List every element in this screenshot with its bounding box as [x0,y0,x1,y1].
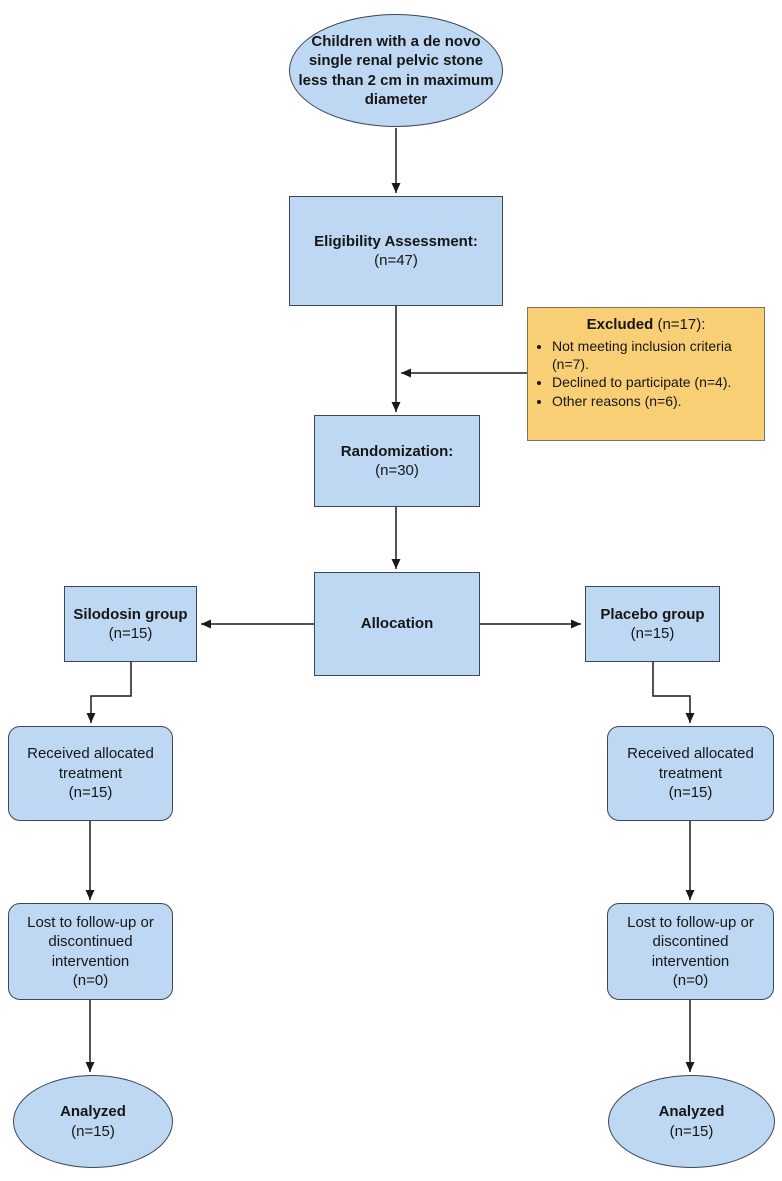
excluded-reason-item: Other reasons (n=6). [552,392,756,410]
randomization-box: Randomization: (n=30) [314,415,480,507]
placebo-group-box: Placebo group (n=15) [585,586,720,662]
analyzed-right-ellipse: Analyzed (n=15) [608,1075,775,1168]
placebo-count: (n=15) [630,625,675,642]
lost-right-text: Lost to follow-up or discontined interve… [627,913,754,970]
randomization-title: Randomization: [340,442,454,460]
excluded-title: Excluded [586,316,654,333]
received-left-text: Received allocated treatment [27,745,154,782]
lost-right-count: (n=0) [672,972,709,989]
lost-left-text: Lost to follow-up or discontinued interv… [27,913,154,970]
lost-followup-right-box: Lost to follow-up or discontined interve… [607,903,774,1000]
allocation-box: Allocation [314,572,480,676]
population-text: Children with a de novo single renal pel… [298,32,494,109]
silodosin-count: (n=15) [108,625,153,642]
excluded-title-suffix: (n=17): [653,316,706,333]
excluded-reason-item: Declined to participate (n=4). [552,373,756,391]
received-treatment-right-box: Received allocated treatment (n=15) [607,726,774,821]
eligibility-count: (n=47) [374,252,418,269]
received-right-text: Received allocated treatment [627,745,754,782]
population-ellipse: Children with a de novo single renal pel… [289,14,503,127]
excluded-reason-list: Not meeting inclusion criteria (n=7). De… [536,337,756,411]
analyzed-right-title: Analyzed [658,1103,725,1120]
lost-followup-left-box: Lost to follow-up or discontinued interv… [8,903,173,1000]
placebo-title: Placebo group [600,605,705,623]
silodosin-group-box: Silodosin group (n=15) [64,586,197,662]
allocation-title: Allocation [360,615,434,633]
eligibility-box: Eligibility Assessment: (n=47) [289,196,503,306]
received-right-count: (n=15) [668,784,713,802]
excluded-heading: Excluded (n=17): [536,315,756,335]
analyzed-right-count: (n=15) [669,1122,714,1140]
analyzed-left-count: (n=15) [71,1122,115,1140]
analyzed-left-ellipse: Analyzed (n=15) [13,1075,173,1168]
received-treatment-left-box: Received allocated treatment (n=15) [8,726,173,821]
lost-left-count: (n=0) [72,972,109,989]
analyzed-left-title: Analyzed [60,1103,126,1120]
silodosin-title: Silodosin group [73,605,188,623]
eligibility-title: Eligibility Assessment: [314,232,478,250]
received-left-count: (n=15) [68,784,113,802]
excluded-reason-item: Not meeting inclusion criteria (n=7). [552,337,756,374]
excluded-box: Excluded (n=17): Not meeting inclusion c… [527,307,765,441]
randomization-count: (n=30) [375,462,419,479]
